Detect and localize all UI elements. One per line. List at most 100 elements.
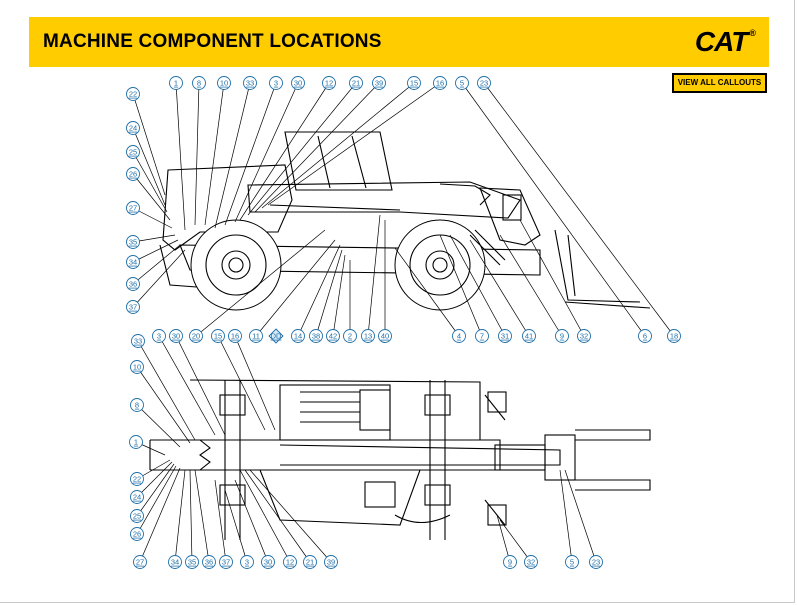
callout-25[interactable]: 25 xyxy=(130,509,144,523)
callout-25[interactable]: 25 xyxy=(126,145,140,159)
callout-5[interactable]: 5 xyxy=(565,555,579,569)
callout-34[interactable]: 34 xyxy=(168,555,182,569)
callout-18[interactable]: 18 xyxy=(667,329,681,343)
callout-23[interactable]: 23 xyxy=(589,555,603,569)
view-all-callouts-button[interactable]: VIEW ALL CALLOUTS xyxy=(672,73,767,93)
svg-text:18: 18 xyxy=(670,332,678,341)
callout-4[interactable]: 4 xyxy=(452,329,466,343)
svg-text:21: 21 xyxy=(352,79,360,88)
svg-text:41: 41 xyxy=(525,332,533,341)
callout-21[interactable]: 21 xyxy=(349,76,363,90)
callout-24[interactable]: 24 xyxy=(130,490,144,504)
callout-21[interactable]: 21 xyxy=(303,555,317,569)
svg-text:25: 25 xyxy=(133,512,141,521)
callout-15[interactable]: 15 xyxy=(407,76,421,90)
svg-text:36: 36 xyxy=(205,558,213,567)
callout-2[interactable]: 2 xyxy=(343,329,357,343)
callout-35[interactable]: 35 xyxy=(126,235,140,249)
svg-text:30: 30 xyxy=(264,558,272,567)
callout-23[interactable]: 23 xyxy=(477,76,491,90)
svg-text:3: 3 xyxy=(274,79,278,88)
svg-text:32: 32 xyxy=(527,558,535,567)
callout-26[interactable]: 26 xyxy=(126,167,140,181)
callout-16[interactable]: 16 xyxy=(433,76,447,90)
callout-14[interactable]: 14 xyxy=(291,329,305,343)
callout-6[interactable]: 6 xyxy=(638,329,652,343)
svg-text:1: 1 xyxy=(174,79,178,88)
svg-text:35: 35 xyxy=(188,558,196,567)
callout-9[interactable]: 9 xyxy=(503,555,517,569)
callout-3[interactable]: 3 xyxy=(152,329,166,343)
svg-text:20: 20 xyxy=(192,332,200,341)
callout-36[interactable]: 36 xyxy=(202,555,216,569)
callout-30[interactable]: 30 xyxy=(169,329,183,343)
callout-12[interactable]: 12 xyxy=(322,76,336,90)
svg-text:40: 40 xyxy=(381,332,389,341)
svg-text:27: 27 xyxy=(136,558,144,567)
callout-33[interactable]: 33 xyxy=(243,76,257,90)
callout-30[interactable]: 30 xyxy=(261,555,275,569)
side-view-machine xyxy=(159,131,651,311)
svg-text:39: 39 xyxy=(327,558,335,567)
callout-9[interactable]: 9 xyxy=(555,329,569,343)
svg-text:33: 33 xyxy=(246,79,254,88)
svg-text:11: 11 xyxy=(252,332,260,341)
svg-text:8: 8 xyxy=(197,79,201,88)
callout-5[interactable]: 5 xyxy=(455,76,469,90)
svg-text:15: 15 xyxy=(214,332,222,341)
svg-text:30: 30 xyxy=(294,79,302,88)
callout-11[interactable]: 11 xyxy=(249,329,263,343)
callout-22[interactable]: 22 xyxy=(130,472,144,486)
callout-3[interactable]: 3 xyxy=(240,555,254,569)
callout-32[interactable]: 32 xyxy=(577,329,591,343)
callout-24[interactable]: 24 xyxy=(126,121,140,135)
callout-12[interactable]: 12 xyxy=(283,555,297,569)
callout-39[interactable]: 39 xyxy=(372,76,386,90)
callout-35[interactable]: 35 xyxy=(185,555,199,569)
svg-text:3: 3 xyxy=(157,332,161,341)
callout-30[interactable]: 30 xyxy=(291,76,305,90)
callout-37[interactable]: 37 xyxy=(126,300,140,314)
svg-text:3: 3 xyxy=(245,558,249,567)
svg-text:DD: DD xyxy=(271,332,282,341)
callout-22[interactable]: 22 xyxy=(126,87,140,101)
callout-10[interactable]: 10 xyxy=(217,76,231,90)
callout-3[interactable]: 3 xyxy=(269,76,283,90)
callout-7[interactable]: 7 xyxy=(475,329,489,343)
callout-39[interactable]: 39 xyxy=(324,555,338,569)
callout-10[interactable]: 10 xyxy=(130,360,144,374)
svg-text:30: 30 xyxy=(172,332,180,341)
top-view-machine xyxy=(149,379,651,540)
callout-38[interactable]: 38 xyxy=(309,329,323,343)
svg-text:8: 8 xyxy=(135,401,139,410)
svg-text:36: 36 xyxy=(129,280,137,289)
callout-1[interactable]: 1 xyxy=(129,435,143,449)
svg-text:9: 9 xyxy=(508,558,512,567)
callout-15[interactable]: 15 xyxy=(211,329,225,343)
svg-text:21: 21 xyxy=(306,558,314,567)
callout-26[interactable]: 26 xyxy=(130,527,144,541)
callout-32[interactable]: 32 xyxy=(524,555,538,569)
callout-8[interactable]: 8 xyxy=(192,76,206,90)
callout-13[interactable]: 13 xyxy=(361,329,375,343)
callout-33[interactable]: 33 xyxy=(131,334,145,348)
callout-8[interactable]: 8 xyxy=(130,398,144,412)
callout-34[interactable]: 34 xyxy=(126,255,140,269)
svg-text:22: 22 xyxy=(129,90,137,99)
svg-text:10: 10 xyxy=(133,363,141,372)
svg-text:26: 26 xyxy=(129,170,137,179)
callout-20[interactable]: 20 xyxy=(189,329,203,343)
callout-dd[interactable]: DD xyxy=(268,328,284,344)
callout-36[interactable]: 36 xyxy=(126,277,140,291)
callout-1[interactable]: 1 xyxy=(169,76,183,90)
callout-27[interactable]: 27 xyxy=(133,555,147,569)
svg-text:5: 5 xyxy=(460,79,464,88)
callout-42[interactable]: 42 xyxy=(326,329,340,343)
callout-27[interactable]: 27 xyxy=(126,201,140,215)
callout-41[interactable]: 41 xyxy=(522,329,536,343)
callout-37[interactable]: 37 xyxy=(219,555,233,569)
callout-40[interactable]: 40 xyxy=(378,329,392,343)
callout-31[interactable]: 31 xyxy=(498,329,512,343)
callout-16[interactable]: 16 xyxy=(228,329,242,343)
